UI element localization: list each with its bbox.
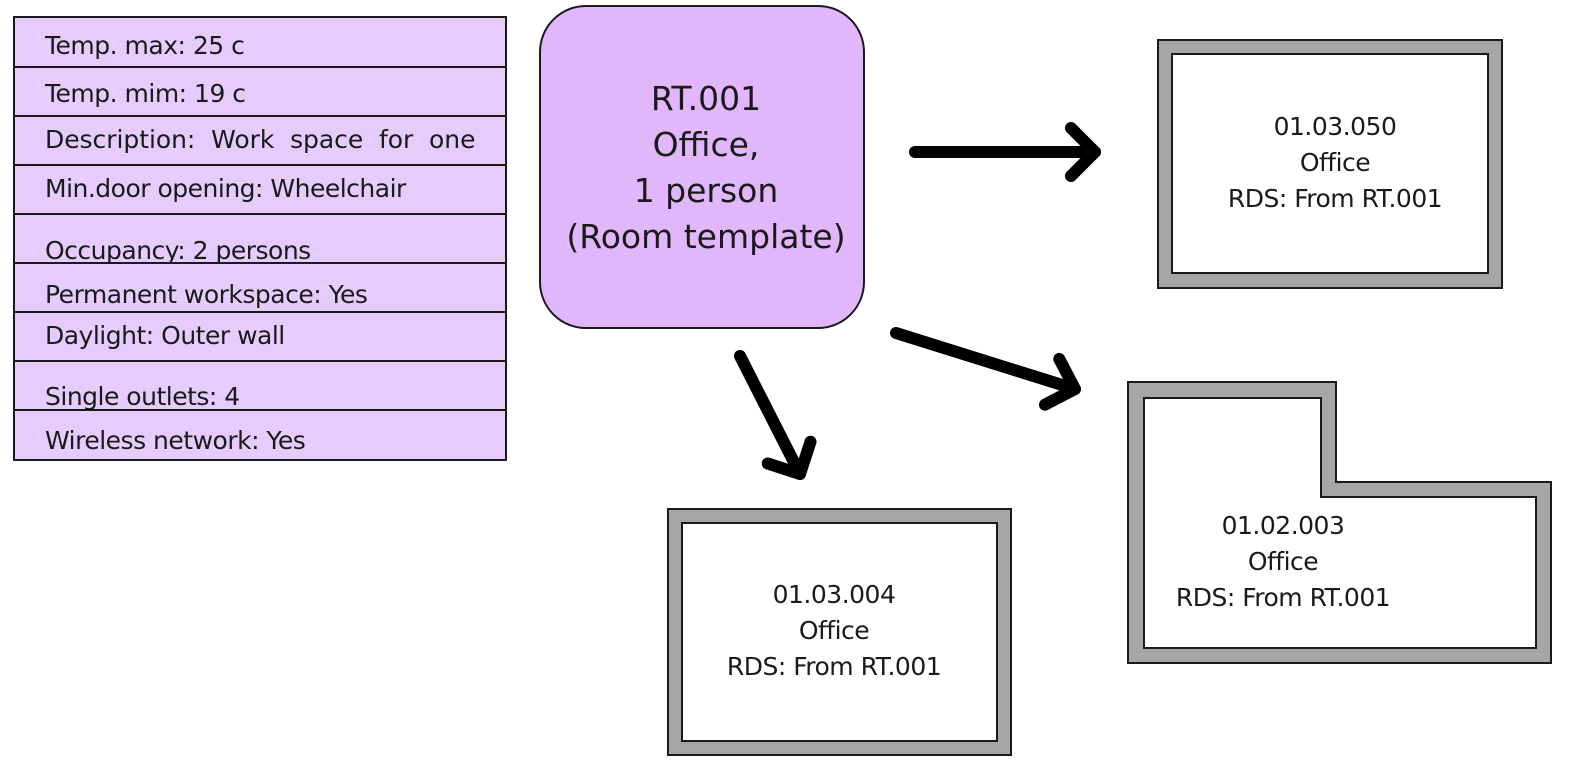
- room-inner-outline: [681, 522, 998, 742]
- room-template-box: [539, 5, 865, 329]
- room-type: Office: [799, 616, 869, 645]
- property-label: Wireless network: Yes: [45, 426, 305, 455]
- property-label: Permanent workspace: Yes: [45, 280, 367, 309]
- room-template-caption: (Room template): [566, 217, 845, 256]
- room-type: Office: [1248, 547, 1318, 576]
- property-row: Description: Work space for one: [13, 115, 507, 166]
- property-row: Temp. mim: 19 c: [13, 66, 507, 117]
- room-rds: RDS: From RT.001: [1176, 583, 1390, 612]
- property-table: Temp. max: 25 c Temp. mim: 19 c Descript…: [13, 16, 507, 461]
- room-rds: RDS: From RT.001: [1228, 184, 1442, 213]
- property-label: Temp. max: 25 c: [44, 31, 244, 60]
- property-row: Single outlets: 4: [13, 360, 507, 411]
- property-label: Temp. mim: 19 c: [44, 79, 246, 108]
- property-row: Daylight: Outer wall: [13, 311, 507, 362]
- room-number: 01.03.004: [773, 580, 896, 609]
- property-row: Occupancy: 2 persons: [13, 213, 507, 265]
- room-01-03-004: 01.03.004 Office RDS: From RT.001: [667, 508, 1012, 756]
- room-number: 01.02.003: [1222, 511, 1345, 540]
- room-template-type: Office,: [653, 125, 760, 164]
- room-template: RT.001 Office, 1 person (Room template): [539, 5, 865, 329]
- room-template-occupancy: 1 person: [634, 171, 779, 210]
- room-type: Office: [1300, 148, 1370, 177]
- property-row: Permanent workspace: Yes: [13, 262, 507, 313]
- room-inner-outline: [1171, 53, 1489, 274]
- arrows: [734, 122, 1101, 480]
- property-label: Occupancy: 2 persons: [45, 236, 311, 265]
- arrow-to-room-01-02-003: [890, 327, 1081, 411]
- room-01-03-050: 01.03.050 Office RDS: From RT.001: [1157, 39, 1503, 289]
- arrow-to-room-01-03-004: [734, 350, 817, 480]
- room-rds: RDS: From RT.001: [727, 652, 941, 681]
- property-label: Min.door opening: Wheelchair: [45, 174, 407, 203]
- room-inner-outline: [1143, 397, 1537, 649]
- property-row: Temp. max: 25 c: [13, 16, 507, 68]
- property-row: Wireless network: Yes: [13, 409, 507, 461]
- room-number: 01.03.050: [1274, 112, 1397, 141]
- room-01-02-003: 01.02.003 Office RDS: From RT.001: [1127, 381, 1552, 664]
- property-row: Min.door opening: Wheelchair: [13, 164, 507, 215]
- property-label: Description: Work space for one: [45, 125, 475, 154]
- room-template-id: RT.001: [651, 79, 761, 118]
- property-label: Daylight: Outer wall: [45, 321, 285, 350]
- property-label: Single outlets: 4: [45, 382, 240, 411]
